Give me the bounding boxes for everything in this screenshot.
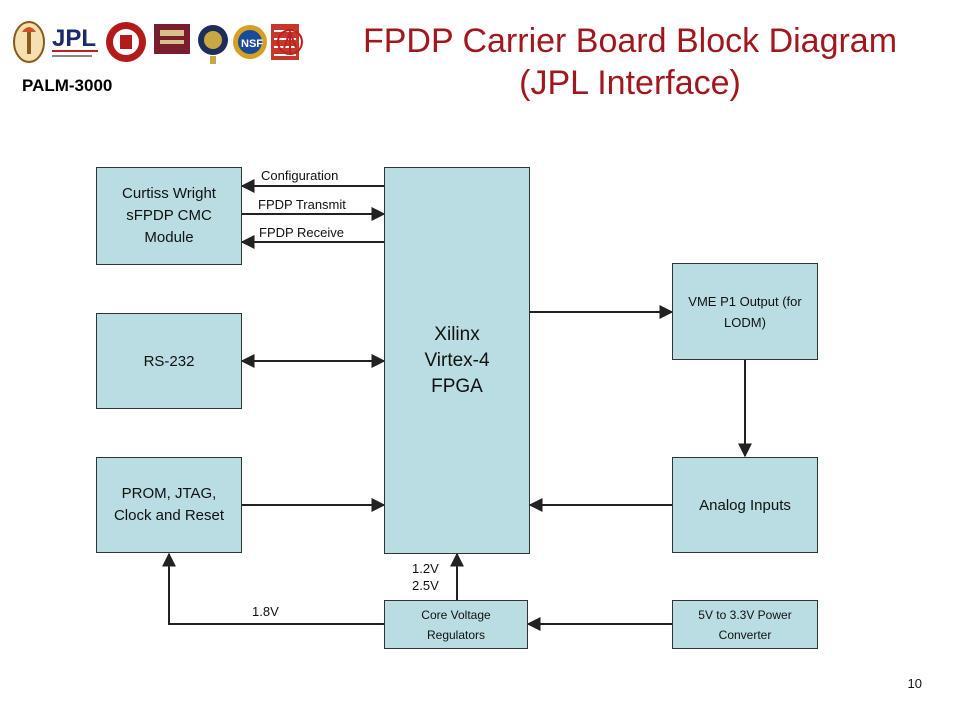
nsf-logo-icon: NSF: [233, 25, 267, 59]
project-name: PALM-3000: [22, 76, 113, 95]
fpdp-receive-label: FPDP Receive: [259, 225, 345, 240]
cornell-seal-icon: [106, 22, 146, 62]
title-line-1: FPDP Carrier Board Block Diagram: [362, 22, 898, 60]
prom-power-arrow: [162, 552, 384, 625]
fpga-label: Xilinx Virtex-4 FPGA: [424, 323, 490, 397]
svg-text:JPL: JPL: [52, 25, 96, 52]
analog-inputs-block: Analog Inputs: [672, 457, 818, 553]
title-line-2: (JPL Interface): [519, 64, 741, 102]
rs232-label: RS-232: [143, 352, 195, 370]
curtiss-wright-label: Curtiss Wright sFPDP CMC Module: [122, 185, 216, 246]
svg-text:NSF: NSF: [241, 38, 263, 50]
vme-output-block: VME P1 Output (for LODM): [672, 263, 818, 360]
jpl-logo-icon: JPL: [52, 25, 98, 57]
page-number: 10: [907, 676, 922, 691]
prom-voltage-label: 1.8V: [252, 604, 279, 619]
core-voltage-1v2-label: 1.2V: [412, 561, 439, 576]
prom-jtag-label: PROM, JTAG, Clock and Reset: [113, 485, 225, 524]
analog-inputs-label: Analog Inputs: [699, 496, 791, 514]
fpdp-transmit-label: FPDP Transmit: [258, 197, 346, 212]
palomar-logo-icon: [277, 29, 303, 55]
vme-output-label: VME P1 Output (for LODM): [688, 293, 802, 330]
configuration-label: Configuration: [261, 168, 339, 183]
seal-icon: [198, 25, 228, 64]
oxford-logo-icon: [154, 24, 190, 54]
core-voltage-2v5-label: 2.5V: [412, 578, 439, 593]
curtiss-wright-block: Curtiss Wright sFPDP CMC Module: [96, 167, 242, 265]
power-converter-label: 5V to 3.3V Power Converter: [698, 607, 792, 642]
caltech-seal-icon: [13, 21, 45, 63]
prom-jtag-block: PROM, JTAG, Clock and Reset: [96, 457, 242, 553]
rs232-block: RS-232: [96, 313, 242, 409]
page-title: FPDP Carrier Board Block Diagram (JPL In…: [320, 20, 940, 104]
core-voltage-block: Core Voltage Regulators: [384, 600, 528, 649]
fpga-block: Xilinx Virtex-4 FPGA: [384, 167, 530, 554]
core-voltage-label: Core Voltage Regulators: [421, 607, 491, 642]
power-converter-block: 5V to 3.3V Power Converter: [672, 600, 818, 649]
